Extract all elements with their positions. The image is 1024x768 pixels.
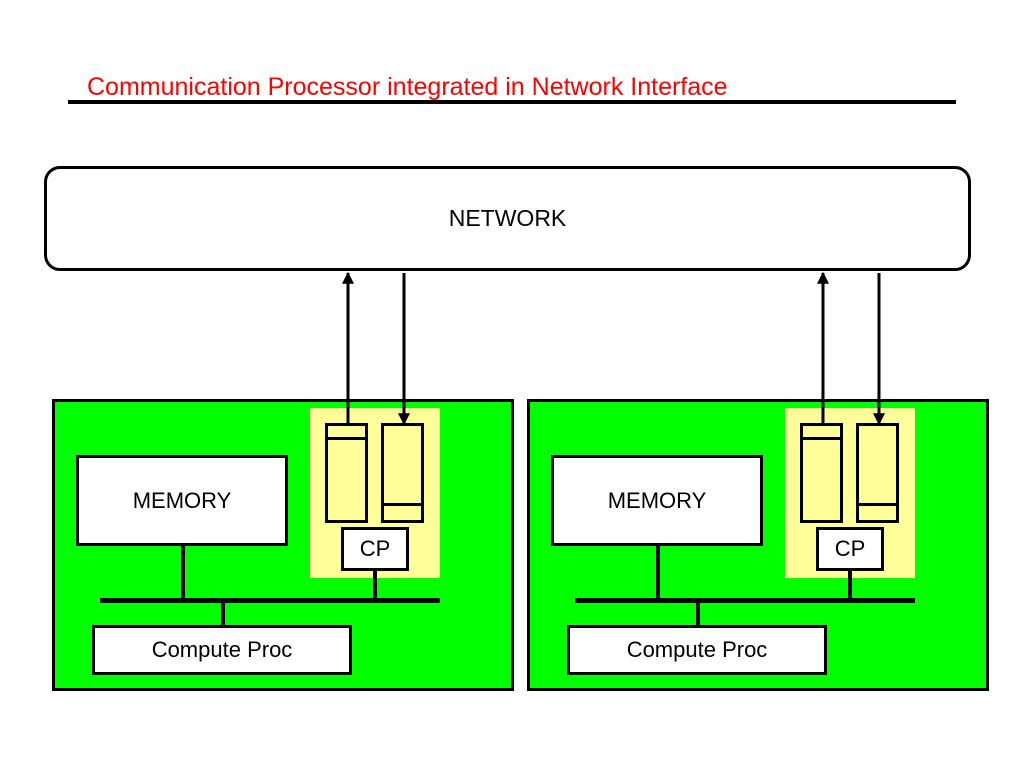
compute-proc-label: Compute Proc [626,637,768,662]
compute-proc-label: Compute Proc [151,637,293,662]
cp-box: CP [341,527,409,571]
memory-bus-link [656,546,660,598]
cp-box: CP [816,527,884,571]
memory-label: MEMORY [132,487,232,513]
compute-proc-box: Compute Proc [567,625,827,675]
node-2: MEMORY CP Compute Proc [527,399,989,691]
compute-proc-box: Compute Proc [92,625,352,675]
cp-label: CP [834,536,866,561]
cp-label: CP [359,536,391,561]
compute-bus-link [221,603,225,625]
node-1: MEMORY CP Compute Proc [52,399,514,691]
incoming-queue [856,423,899,523]
slide-title: Communication Processor integrated in Ne… [87,73,728,101]
memory-bus-link [181,546,185,598]
incoming-queue [381,423,424,523]
outgoing-queue [800,423,843,523]
memory-box: MEMORY [76,455,288,546]
outgoing-queue [325,423,368,523]
memory-box: MEMORY [551,455,763,546]
node-bus [575,598,915,603]
queue-slot [384,503,421,506]
cp-bus-link [373,571,377,598]
network-label: NETWORK [448,205,567,231]
title-underline [68,100,956,104]
network-box: NETWORK [44,166,971,271]
cp-bus-link [848,571,852,598]
queue-slot [859,503,896,506]
queue-slot [803,437,840,440]
queue-slot [328,437,365,440]
memory-label: MEMORY [607,487,707,513]
compute-bus-link [696,603,700,625]
node-bus [100,598,440,603]
